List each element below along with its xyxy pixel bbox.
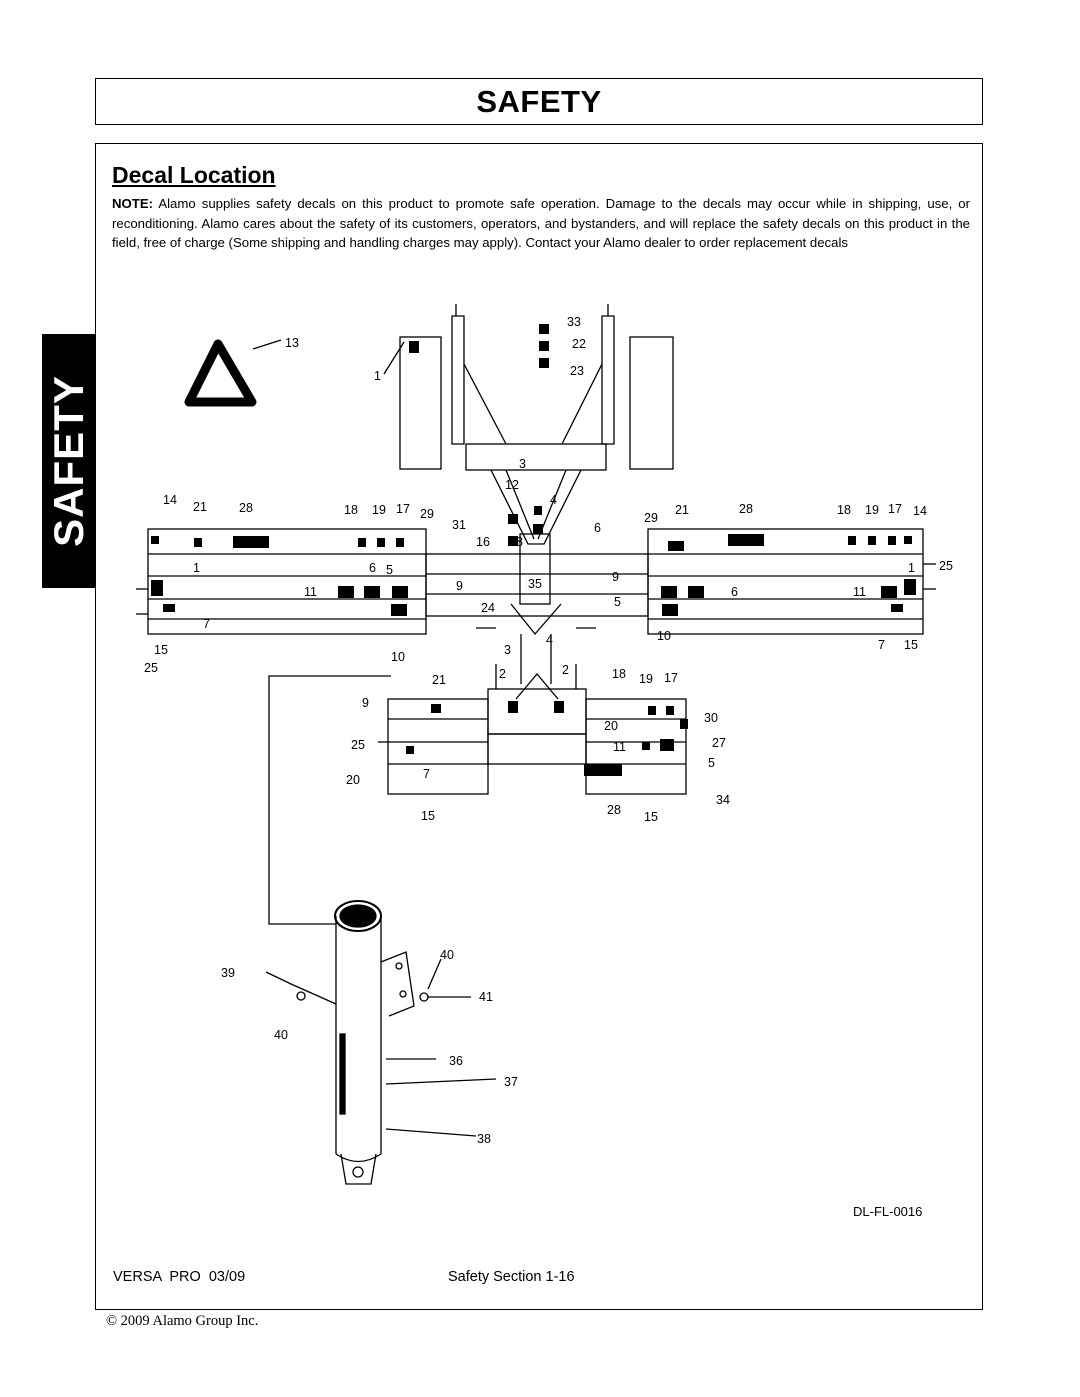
note-paragraph: NOTE: Alamo supplies safety decals on th… (112, 194, 970, 253)
content-panel: Decal Location NOTE: Alamo supplies safe… (95, 143, 983, 1310)
svg-text:25: 25 (351, 738, 365, 752)
svg-text:41: 41 (479, 990, 493, 1004)
svg-text:38: 38 (477, 1132, 491, 1146)
svg-text:17: 17 (888, 502, 902, 516)
svg-text:18: 18 (344, 503, 358, 517)
footer-page-number: Safety Section 1-16 (448, 1269, 575, 1285)
cylinder-detail (265, 900, 471, 1185)
svg-text:25: 25 (939, 559, 953, 573)
svg-text:15: 15 (904, 638, 918, 652)
svg-text:29: 29 (420, 507, 434, 521)
svg-text:9: 9 (362, 696, 369, 710)
svg-text:1: 1 (908, 561, 915, 575)
svg-text:20: 20 (346, 773, 360, 787)
svg-text:15: 15 (154, 643, 168, 657)
svg-text:15: 15 (421, 809, 435, 823)
svg-text:6: 6 (731, 585, 738, 599)
svg-text:1: 1 (193, 561, 200, 575)
right-wing-deck (647, 528, 924, 635)
page-header-title: SAFETY (476, 83, 602, 119)
svg-text:7: 7 (878, 638, 885, 652)
svg-text:1: 1 (374, 369, 381, 383)
svg-text:8: 8 (516, 535, 523, 549)
header-banner: SAFETY (95, 78, 983, 125)
left-wing-deck (147, 528, 427, 635)
svg-text:13: 13 (285, 336, 299, 350)
svg-text:11: 11 (853, 585, 866, 599)
decal-strip-right (629, 336, 674, 470)
svg-text:36: 36 (449, 1054, 463, 1068)
svg-text:3: 3 (519, 457, 526, 471)
svg-text:39: 39 (221, 966, 235, 980)
svg-text:28: 28 (739, 502, 753, 516)
svg-text:14: 14 (913, 504, 927, 518)
svg-text:16: 16 (476, 535, 490, 549)
svg-text:21: 21 (193, 500, 207, 514)
decal-location-diagram: 13 1 33 22 23 3 12 4 6 31 16 8 35 24 14 … (136, 304, 953, 1219)
svg-text:21: 21 (675, 503, 689, 517)
note-label: NOTE: (112, 196, 154, 211)
svg-text:33: 33 (567, 315, 581, 329)
svg-text:21: 21 (432, 673, 446, 687)
smv-emblem-icon (184, 339, 257, 407)
svg-text:11: 11 (613, 740, 626, 754)
svg-text:15: 15 (644, 810, 658, 824)
drawing-id: DL-FL-0016 (853, 1204, 922, 1219)
rear-right-deck (585, 698, 687, 795)
svg-text:22: 22 (572, 337, 586, 351)
svg-text:17: 17 (664, 671, 678, 685)
svg-text:2: 2 (562, 663, 569, 677)
svg-text:24: 24 (481, 601, 495, 615)
svg-text:40: 40 (440, 948, 454, 962)
svg-text:5: 5 (708, 756, 715, 770)
decal-strip-left (399, 336, 442, 470)
svg-text:7: 7 (203, 617, 210, 631)
svg-text:18: 18 (612, 667, 626, 681)
svg-text:6: 6 (369, 561, 376, 575)
svg-text:14: 14 (163, 493, 177, 507)
svg-text:40: 40 (274, 1028, 288, 1042)
svg-text:29: 29 (644, 511, 658, 525)
svg-text:6: 6 (594, 521, 601, 535)
svg-text:12: 12 (505, 478, 519, 492)
side-tab-label: SAFETY (45, 375, 92, 547)
svg-text:28: 28 (607, 803, 621, 817)
svg-text:28: 28 (239, 501, 253, 515)
svg-text:37: 37 (504, 1075, 518, 1089)
svg-text:19: 19 (865, 503, 879, 517)
svg-text:10: 10 (657, 629, 671, 643)
section-title: Decal Location (112, 162, 276, 188)
rear-left-deck (387, 698, 489, 795)
svg-text:17: 17 (396, 502, 410, 516)
svg-text:3: 3 (504, 643, 511, 657)
svg-text:35: 35 (528, 577, 542, 591)
svg-text:5: 5 (614, 595, 621, 609)
svg-text:2: 2 (499, 667, 506, 681)
svg-text:31: 31 (452, 518, 466, 532)
svg-text:34: 34 (716, 793, 730, 807)
copyright-notice: © 2009 Alamo Group Inc. (106, 1313, 259, 1329)
svg-text:19: 19 (372, 503, 386, 517)
svg-text:23: 23 (570, 364, 584, 378)
svg-text:25: 25 (144, 661, 158, 675)
svg-text:11: 11 (304, 585, 317, 599)
svg-text:30: 30 (704, 711, 718, 725)
section-side-tab: SAFETY (42, 334, 96, 588)
svg-text:19: 19 (639, 672, 653, 686)
svg-text:20: 20 (604, 719, 618, 733)
svg-text:7: 7 (423, 767, 430, 781)
svg-text:27: 27 (712, 736, 726, 750)
svg-text:9: 9 (456, 579, 463, 593)
svg-text:4: 4 (550, 493, 557, 507)
svg-text:10: 10 (391, 650, 405, 664)
note-text: Alamo supplies safety decals on this pro… (112, 196, 971, 250)
svg-text:9: 9 (612, 570, 619, 584)
svg-text:4: 4 (546, 633, 553, 647)
footer-product: VERSA PRO 03/09 (113, 1269, 246, 1285)
svg-text:18: 18 (837, 503, 851, 517)
svg-text:5: 5 (386, 563, 393, 577)
